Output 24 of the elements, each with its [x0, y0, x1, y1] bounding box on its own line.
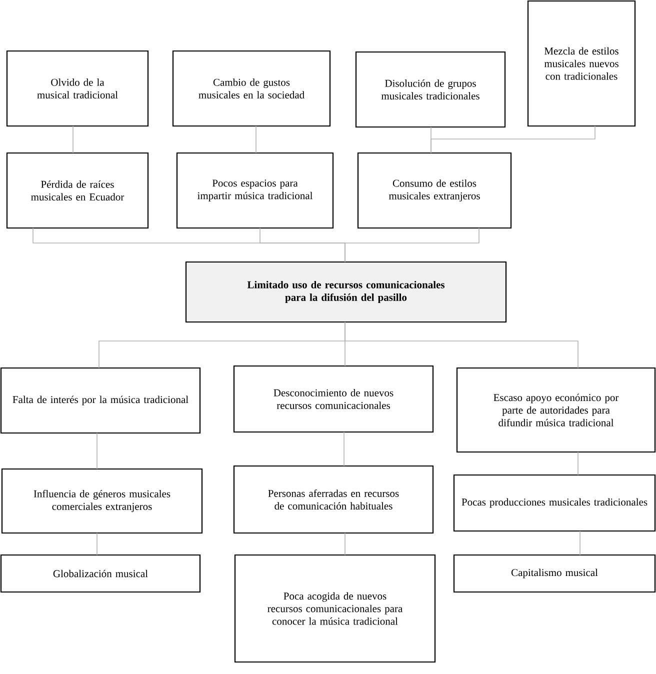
connector-line — [344, 532, 346, 556]
cause-box: Cambio de gustos musicales en la sociedad — [172, 50, 331, 127]
effect-box: Pocas producciones musicales tradicionales — [453, 474, 656, 532]
cause-box: Disolución de grupos musicales tradicionales — [355, 51, 506, 128]
effect-box: Poca acogida de nuevos recursos comunicacionales para conocer la música tradicional — [234, 554, 436, 663]
cause-box: Olvido de la musical tradicional — [6, 50, 149, 127]
cause-box: Pocos espacios para impartir música tradicional — [176, 152, 334, 229]
connector-line — [430, 126, 596, 154]
effect-box: Falta de interés por la música tradicional — [0, 367, 201, 434]
cause-box: Consumo de estilos musicales extranjeros — [357, 152, 512, 229]
effect-box: Globalización musical — [0, 554, 201, 593]
connector-line — [96, 432, 98, 470]
effect-box: Personas aferradas en recursos de comunicación habituales — [233, 465, 434, 534]
connector-line — [72, 126, 74, 154]
effect-box: Capitalismo musical — [453, 554, 656, 593]
effect-box: Influencia de géneros musicales comerciales extranjeros — [1, 468, 203, 534]
problem-box: Limitado uso de recursos comunicacionales para la difusión del pasillo — [185, 261, 507, 323]
connector-line — [344, 322, 578, 368]
cause-box: Pérdida de raíces musicales en Ecuador — [6, 152, 149, 229]
effect-box: Desconocimiento de nuevos recursos comunicacionales — [233, 365, 434, 433]
connector-line — [96, 532, 98, 556]
connector-line — [344, 228, 480, 262]
effect-box: Escaso apoyo económico por parte de autoridades para difundir música tradicional — [456, 367, 656, 453]
cause-box: Mezcla de estilos musicales nuevos con tradicionales — [527, 0, 636, 127]
